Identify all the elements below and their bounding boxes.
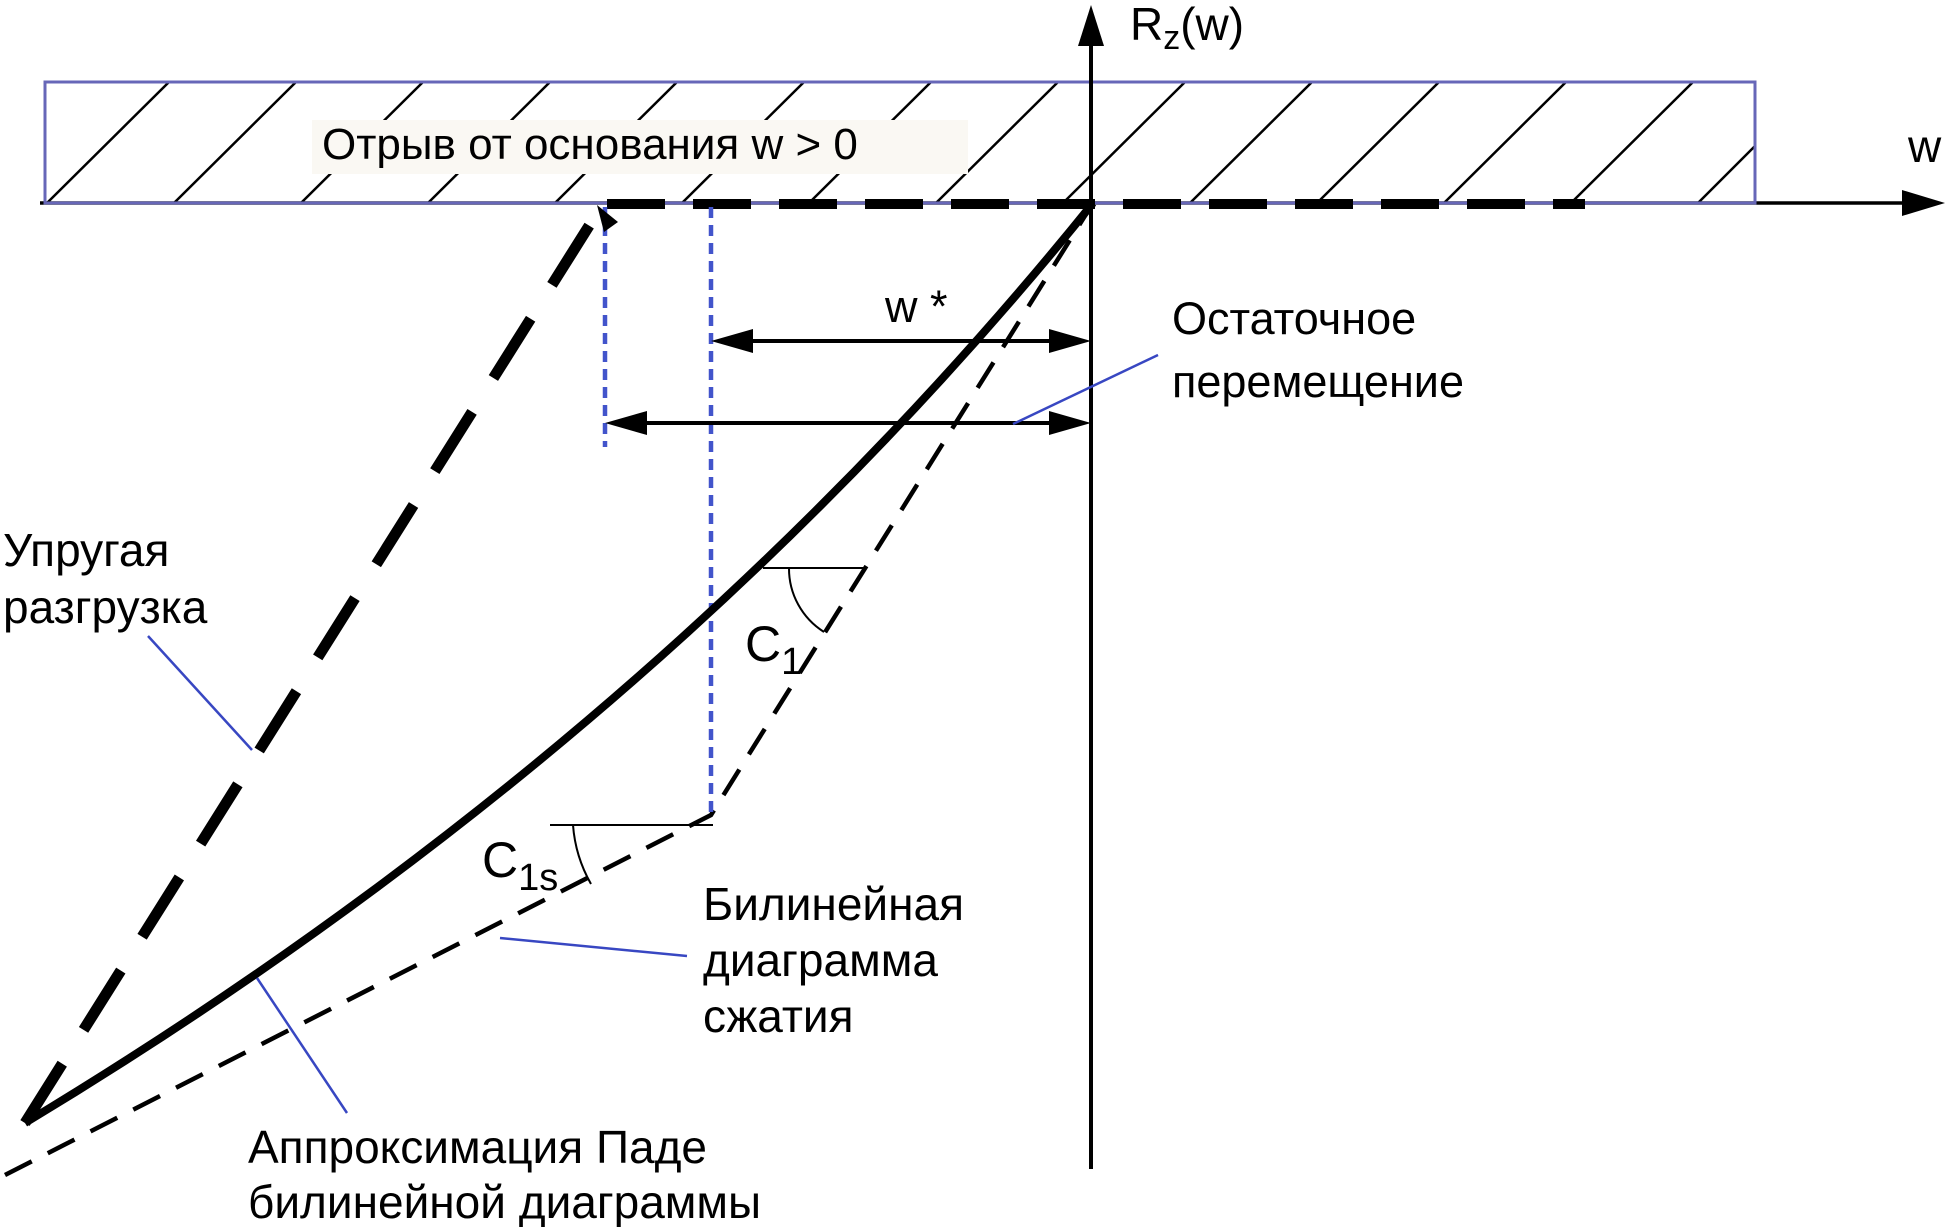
c1-stiffness-label: C1 [745,616,802,683]
y-axis-arrowhead-icon [1078,5,1104,46]
residual-displacement-arrow [605,411,1091,435]
zone-caption-backdrop [312,120,968,174]
c1s-stiffness-label: C1s [482,832,558,899]
svg-text:билинейной диаграммы: билинейной диаграммы [248,1176,761,1227]
separation-zone-caption: Отрыв от основания w > 0 [322,120,858,169]
c1s-angle-mark [550,824,713,885]
residual-displacement-label: Остаточное перемещение [1172,293,1464,407]
svg-text:Упругая: Упругая [3,524,169,576]
w-star-dimension-arrow [711,329,1091,353]
elastic-unloading-label: Упругая разгрузка [3,524,208,633]
svg-text:Остаточное: Остаточное [1172,293,1416,344]
residual-displacement-leader-line [1012,353,1159,426]
c1-angle-mark [763,567,864,633]
svg-text:сжатия: сжатия [703,990,854,1042]
y-axis-label: Rz(w) [1130,0,1244,57]
bilinear-diagram-line [3,201,1095,1178]
bilinear-diagram-label: Билинейная диаграмма сжатия [703,878,964,1042]
x-axis-label: w [1907,120,1942,172]
svg-text:разгрузка: разгрузка [3,581,208,633]
svg-text:перемещение: перемещение [1172,356,1464,407]
x-axis-arrowhead-icon [1902,190,1945,216]
svg-text:Билинейная: Билинейная [703,878,964,930]
elastic-unloading-dashed-line [20,207,604,1126]
pade-approximation-curve [22,200,1097,1127]
elastic-unloading-leader-line [147,635,253,751]
unloading-direction-arrowhead-icon [597,205,618,232]
pade-approximation-leader-line [255,977,349,1114]
svg-text:Аппроксимация Паде: Аппроксимация Паде [248,1121,707,1173]
pade-approximation-label: Аппроксимация Паде билинейной диаграммы [248,1121,761,1228]
w-star-label: w * [884,281,948,332]
bilinear-diagram-leader-line [499,936,688,958]
svg-text:диаграмма: диаграмма [703,934,938,986]
